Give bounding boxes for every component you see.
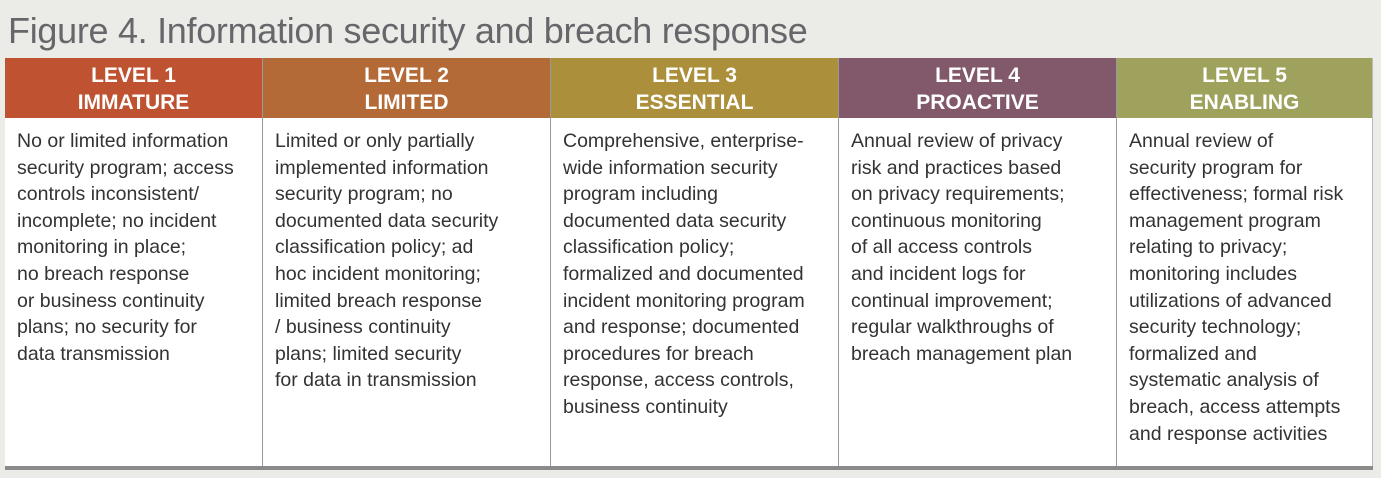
level-name: LIMITED: [364, 91, 449, 114]
level-number: LEVEL 3: [652, 64, 737, 87]
level-5-header: LEVEL 5 ENABLING: [1117, 58, 1372, 118]
level-number: LEVEL 4: [935, 64, 1020, 87]
level-name: ESSENTIAL: [635, 91, 754, 114]
level-name: IMMATURE: [77, 91, 190, 114]
level-5-column: LEVEL 5 ENABLING Annual review of securit…: [1117, 58, 1373, 466]
level-5-description: Annual review of security program for ef…: [1129, 130, 1344, 445]
level-1-column: LEVEL 1 IMMATURE No or limited informatio…: [5, 58, 263, 466]
level-number: LEVEL 5: [1202, 64, 1287, 87]
level-3-description: Comprehensive, enterprise- wide informat…: [563, 130, 805, 418]
level-2-column: LEVEL 2 LIMITED Limited or only partially…: [263, 58, 551, 466]
maturity-table: LEVEL 1 IMMATURE No or limited informatio…: [5, 58, 1373, 470]
level-name: ENABLING: [1189, 91, 1300, 114]
level-number: LEVEL 1: [91, 64, 176, 87]
level-3-column: LEVEL 3 ESSENTIAL Comprehensive, enterpri…: [551, 58, 839, 466]
level-3-header: LEVEL 3 ESSENTIAL: [551, 58, 838, 118]
level-2-header: LEVEL 2 LIMITED: [263, 58, 550, 118]
level-1-header: LEVEL 1 IMMATURE: [5, 58, 262, 118]
level-4-description: Annual review of privacy risk and practi…: [851, 130, 1073, 365]
level-4-column: LEVEL 4 PROACTIVE Annual review of privac…: [839, 58, 1117, 466]
level-4-header: LEVEL 4 PROACTIVE: [839, 58, 1116, 118]
figure-title: Figure 4. Information security and breac…: [8, 10, 808, 51]
level-number: LEVEL 2: [364, 64, 449, 87]
level-name: PROACTIVE: [916, 91, 1039, 114]
level-1-description: No or limited information security progr…: [17, 130, 234, 365]
level-2-description: Limited or only partially implemented in…: [275, 130, 499, 392]
